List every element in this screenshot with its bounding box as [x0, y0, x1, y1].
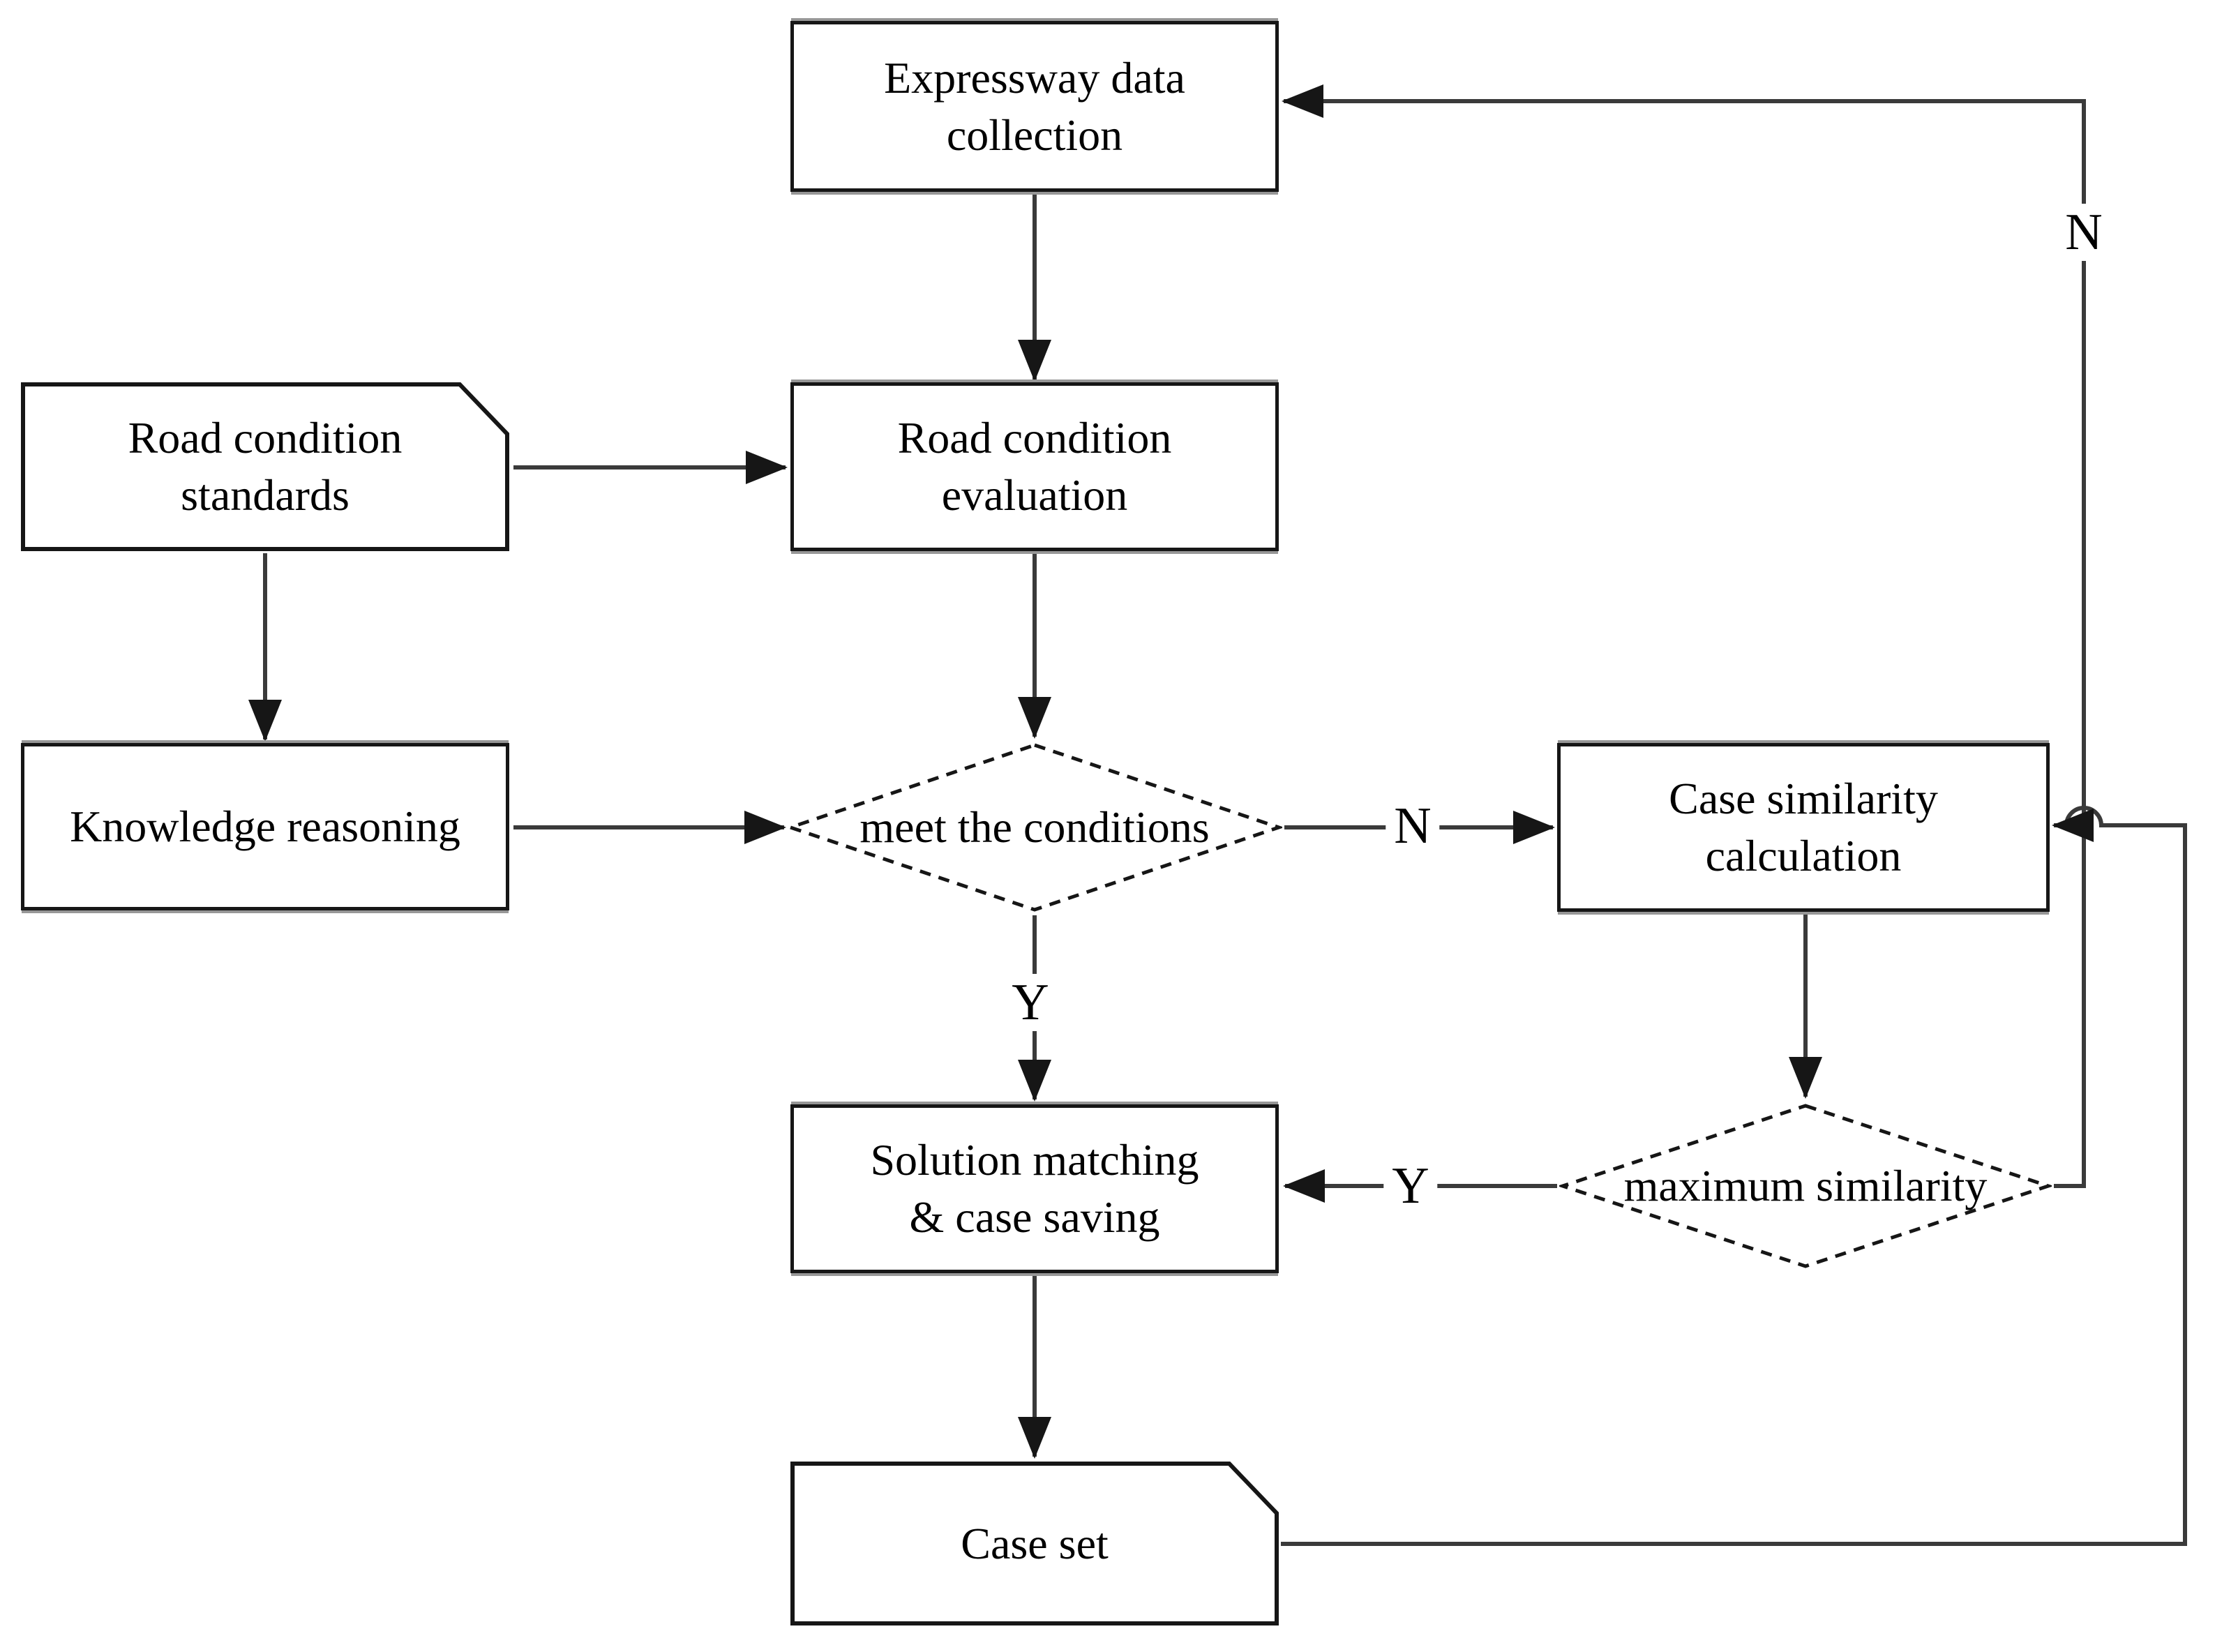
edge-label-maximum-yes: Y [1383, 1157, 1438, 1215]
edge-caseset-to-similarity [1281, 806, 2187, 1546]
edge-label-meet-yes: Y [1003, 974, 1058, 1031]
node-meet-the-conditions-label: meet the conditions [859, 802, 1210, 853]
node-road-condition-evaluation-label: Road condition evaluation [897, 413, 1172, 520]
edge-label-meet-no: N [1386, 797, 1440, 855]
node-case-set: Case set [790, 1462, 1279, 1625]
node-expressway-data-collection-label: Expressway data collection [884, 52, 1185, 160]
node-solution-matching-case-saving: Solution matching & case saving [790, 1104, 1279, 1273]
node-road-condition-evaluation: Road condition evaluation [790, 382, 1279, 551]
node-maximum-similarity-label: maximum similarity [1623, 1161, 1988, 1211]
node-maximum-similarity-decision: maximum similarity [1559, 1102, 2052, 1270]
card-shape-icon [21, 382, 509, 551]
node-road-condition-standards: Road condition standards [21, 382, 509, 551]
node-case-similarity-calculation-label: Case similarity calculation [1669, 774, 1938, 880]
node-solution-matching-case-saving-label: Solution matching & case saving [870, 1135, 1199, 1242]
edge-maximum-to-collection-n [1282, 84, 2086, 1188]
node-knowledge-reasoning: Knowledge reasoning [21, 743, 509, 910]
diamond-shape-icon [787, 743, 1282, 912]
node-case-set-label: Case set [961, 1518, 1109, 1568]
node-road-condition-standards-label: Road condition standards [128, 413, 403, 520]
node-expressway-data-collection: Expressway data collection [790, 21, 1279, 192]
edge-label-maximum-no: N [2057, 204, 2111, 261]
node-knowledge-reasoning-label: Knowledge reasoning [70, 802, 460, 852]
node-case-similarity-calculation: Case similarity calculation [1557, 743, 2050, 912]
node-meet-the-conditions-decision: meet the conditions [787, 742, 1282, 913]
diamond-shape-icon [1559, 1104, 2052, 1268]
card-shape-icon [790, 1462, 1279, 1625]
